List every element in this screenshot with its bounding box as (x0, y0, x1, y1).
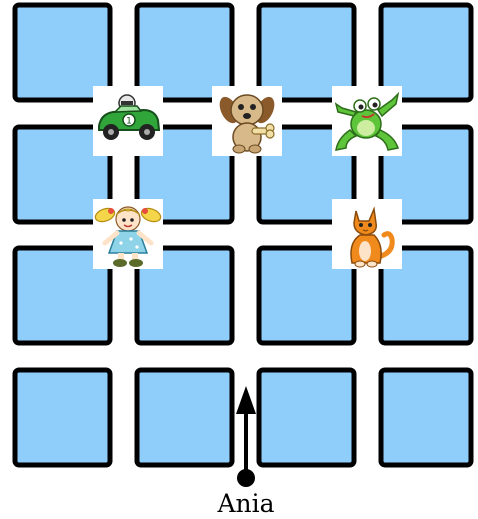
up-arrow-icon (236, 386, 256, 414)
cat-icon (332, 199, 402, 269)
block-r1-c1 (15, 5, 110, 100)
frog-icon (332, 86, 402, 156)
walker-path (236, 386, 256, 487)
block-r4-c3 (259, 370, 354, 465)
block-r1-c3 (259, 5, 354, 100)
doll-icon (93, 199, 163, 269)
svg-text:1: 1 (126, 117, 132, 127)
race-car-icon: 1 (93, 86, 163, 156)
block-r4-c4 (381, 370, 471, 465)
walker-name-label: Ania (216, 489, 274, 518)
block-r1-c4 (381, 5, 471, 100)
start-point (237, 469, 255, 487)
block-r4-c1 (15, 370, 110, 465)
block-r4-c2 (137, 370, 232, 465)
dog-with-bone-icon (212, 86, 282, 156)
block-r1-c2 (137, 5, 232, 100)
